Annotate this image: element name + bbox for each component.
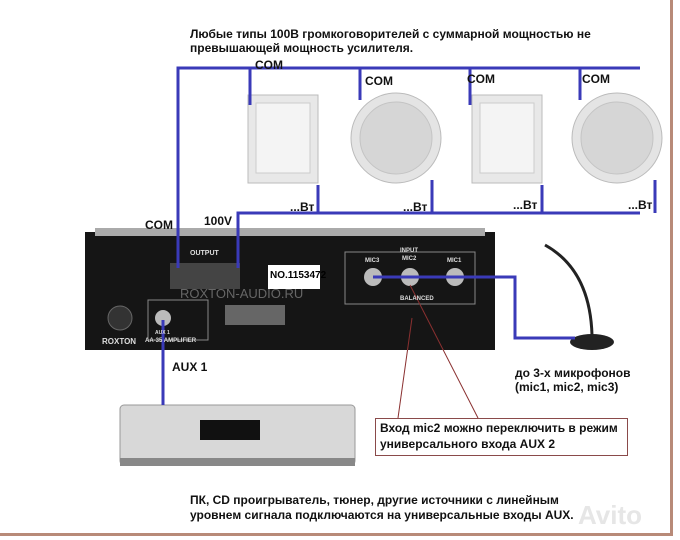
mic2-note-line-1: Вход mic2 можно переключить в режим [380, 421, 618, 435]
header-note-line-2: превышающей мощность усилителя. [190, 41, 414, 55]
amp-100v-label: 100V [204, 214, 233, 228]
mic2-note-line-2: универсального входа AUX 2 [380, 437, 555, 451]
mic3-label: MIC3 [365, 258, 380, 264]
speaker-box-2 [471, 94, 543, 184]
avito-watermark: Avito [578, 500, 643, 530]
amp-com-label: COM [145, 218, 173, 232]
output-label: OUTPUT [190, 250, 219, 257]
model-label: AA-35 AMPLIFIER [145, 338, 197, 344]
leader-lines [397, 284, 479, 419]
mic2-note-box: Вход mic2 можно переключить в режим унив… [375, 418, 628, 456]
brand-label: ROXTON [102, 337, 137, 346]
aux1-label: AUX 1 [172, 360, 208, 374]
speaker-box-1 [247, 94, 319, 184]
mic2-label: MIC2 [402, 256, 417, 262]
amplifier [85, 228, 495, 350]
mic1-label: MIC1 [447, 258, 462, 264]
header-note-line-1: Любые типы 100В громкоговорителей с сумм… [190, 27, 591, 41]
footer-note-line-2: уровнем сигнала подключаются на универса… [190, 508, 574, 522]
gooseneck-microphone [544, 243, 614, 350]
com-label-3: COM [467, 72, 495, 86]
power-label-1: ...Вт [290, 200, 315, 214]
power-label-2: ...Вт [403, 200, 428, 214]
wires [161, 66, 657, 405]
speaker-round-1 [350, 92, 442, 184]
mic-note-line-2: (mic1, mic2, mic3) [515, 380, 619, 394]
input-label: INPUT [400, 248, 418, 254]
com-label-1: COM [255, 58, 283, 72]
com-label-2: COM [365, 74, 393, 88]
cd-player [119, 404, 356, 466]
power-label-4: ...Вт [628, 198, 653, 212]
aux1-jack-label: AUX 1 [155, 330, 170, 336]
balanced-label: BALANCED [400, 296, 434, 302]
watermark-text: ROXTON-AUDIO.RU [180, 286, 304, 301]
footer-note-line-1: ПК, CD проигрыватель, тюнер, другие исто… [190, 493, 559, 507]
mic-note-line-1: до 3-х микрофонов [515, 366, 631, 380]
power-label-3: ...Вт [513, 198, 538, 212]
serial-label: NO.1153472 [270, 270, 327, 281]
com-label-4: COM [582, 72, 610, 86]
speaker-round-2 [571, 92, 663, 184]
